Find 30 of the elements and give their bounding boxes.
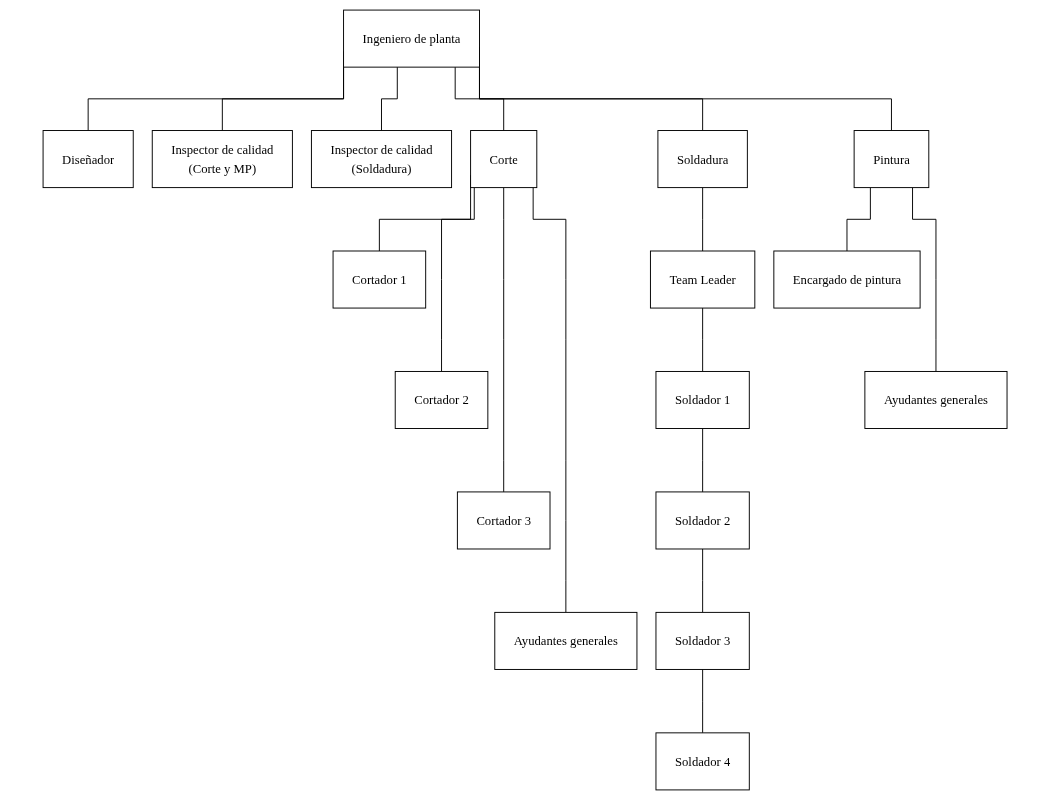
connector <box>912 186 937 372</box>
node-box: Corte <box>470 129 538 188</box>
connector <box>702 548 704 613</box>
node-box: Soldador 2 <box>655 490 750 549</box>
node-box: Soldadura <box>657 129 748 188</box>
connector <box>380 66 398 131</box>
connector <box>702 186 704 251</box>
node-box: Team Leader <box>649 250 756 309</box>
connector <box>846 186 871 251</box>
node-box: Soldador 3 <box>655 611 750 670</box>
node-box: Inspector de calidad (Soldadura) <box>310 129 452 188</box>
node-box: Cortador 2 <box>394 370 489 429</box>
connector <box>441 186 475 372</box>
node-box: Soldador 4 <box>655 731 750 790</box>
connector <box>702 668 704 733</box>
node-box: Soldador 1 <box>655 370 750 429</box>
connector <box>702 307 704 372</box>
connector <box>702 427 704 492</box>
connector <box>503 186 505 492</box>
node-box: Cortador 3 <box>456 490 551 549</box>
node-box: Diseñador <box>42 129 134 188</box>
node-box: Ingeniero de planta <box>343 9 480 68</box>
node-box: Cortador 1 <box>332 250 427 309</box>
connector <box>532 186 567 613</box>
node-box: Encargado de pintura <box>773 250 921 309</box>
node-box: Ayudantes generales <box>864 370 1008 429</box>
node-box: Pintura <box>853 129 930 188</box>
connector <box>454 66 505 131</box>
node-box: Ayudantes generales <box>494 611 638 670</box>
node-box: Inspector de calidad (Corte y MP) <box>151 129 293 188</box>
